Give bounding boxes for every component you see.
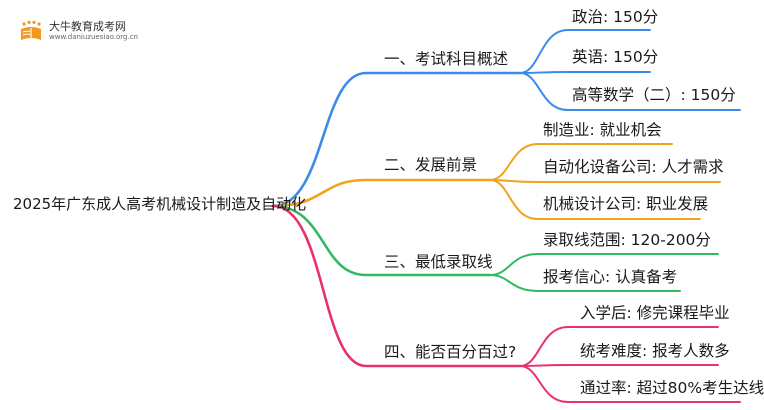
branch-label-exam-subjects: 一、考试科目概述 [384, 50, 509, 68]
leaf-connector [489, 179, 721, 183]
leaf-connector [519, 365, 741, 403]
branch-label-min-score: 三、最低录取线 [384, 253, 493, 271]
leaf-confidence: 报考信心: 认真备考 [543, 268, 678, 286]
leaf-score-range: 录取线范围: 120-200分 [543, 231, 711, 249]
leaf-exam-difficulty: 统考难度: 报考人数多 [580, 342, 730, 360]
book-icon [21, 20, 41, 40]
logo-url: www.daniuzuesiao.org.cn [49, 33, 138, 41]
leaf-automation: 自动化设备公司: 人才需求 [543, 158, 724, 176]
leaf-pass-rate: 通过率: 超过80%考生达线 [580, 379, 764, 397]
leaf-connector [489, 143, 673, 181]
leaf-math: 高等数学（二）: 150分 [572, 86, 736, 104]
leaf-politics: 政治: 150分 [572, 8, 659, 26]
root-topic: 2025年广东成人高考机械设计制造及自动化 [13, 195, 307, 213]
leaf-connector [489, 253, 719, 276]
leaf-connector [489, 179, 701, 220]
leaf-english: 英语: 150分 [572, 48, 659, 66]
leaf-connector [489, 274, 681, 292]
leaf-after-enrollment: 入学后: 修完课程毕业 [580, 304, 730, 322]
branch-label-prospects: 二、发展前景 [384, 156, 478, 174]
branch-connector [271, 178, 492, 208]
branch-connector [271, 204, 492, 277]
branch-connector [271, 204, 522, 368]
site-logo: 大牛教育成考网 www.daniuzuesiao.org.cn [18, 16, 148, 46]
leaf-connector [519, 29, 651, 74]
leaf-connector [519, 72, 741, 111]
logo-title: 大牛教育成考网 [49, 20, 126, 33]
leaf-manufacturing: 制造业: 就业机会 [543, 121, 662, 139]
branch-connector [271, 71, 522, 208]
leaf-connector [519, 364, 719, 367]
branch-label-pass-chance: 四、能否百分百过? [384, 343, 517, 361]
leaf-connector [519, 326, 719, 367]
leaf-design: 机械设计公司: 职业发展 [543, 195, 709, 213]
leaf-connector [519, 71, 651, 74]
